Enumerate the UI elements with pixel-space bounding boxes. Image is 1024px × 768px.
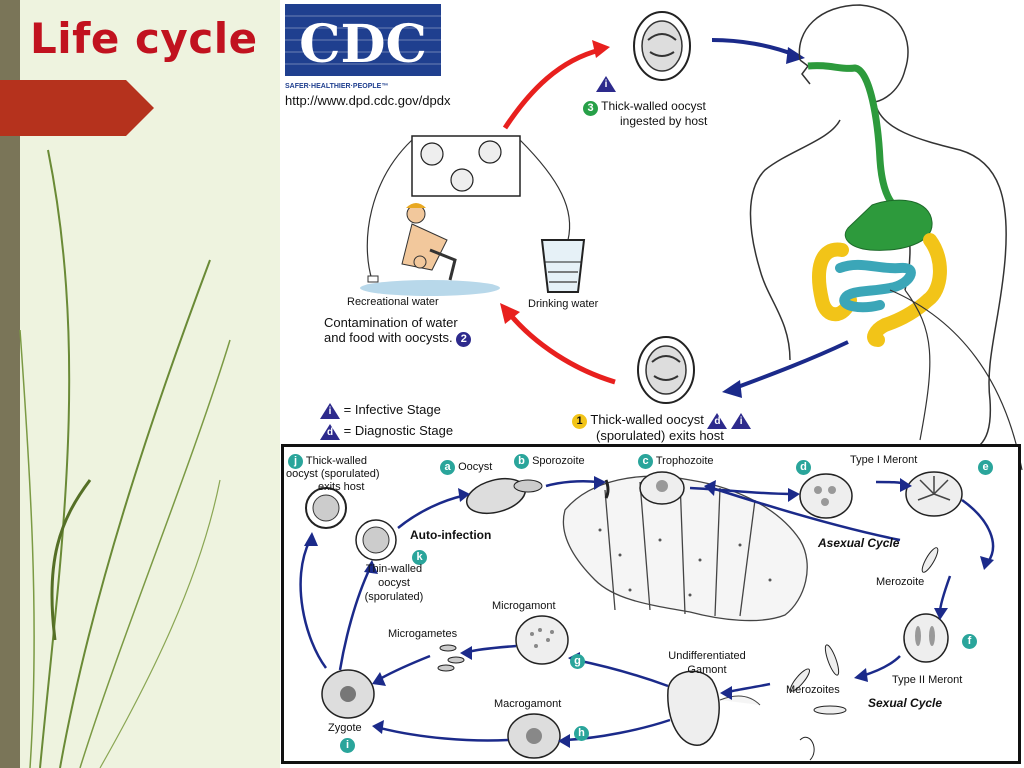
step2-label-line1: Contamination of water [324, 315, 458, 330]
stage-j-line2: oocyst (sporulated) [286, 468, 380, 480]
stage-h-badge: h [574, 726, 589, 741]
infective-triangle-icon: i [731, 412, 752, 429]
stage-g-badge-wrap: g [570, 654, 585, 669]
merozoite-label: Merozoite [876, 576, 925, 588]
asexual-cycle-label: Asexual Cycle [818, 536, 900, 550]
step1-badge: 1 [572, 414, 587, 429]
diagnostic-triangle-icon: d [320, 423, 340, 440]
stage-j-badge: j [288, 454, 303, 469]
stage-h-badge-wrap: h [574, 726, 589, 741]
stage-k-line1: Thin-walled [365, 563, 423, 575]
stage-k-line3: (sporulated) [364, 591, 424, 603]
stage-j-line3: exits host [318, 481, 365, 493]
stage-b-label: b Sporozoite [514, 454, 585, 469]
sexual-cycle-label: Sexual Cycle [868, 696, 943, 710]
stage-a-label: a Oocyst [440, 460, 492, 475]
stage-j-label: j Thick-walled [288, 454, 367, 469]
decorative-leaves [19, 149, 231, 768]
step1-label: 1 Thick-walled oocyst d i [572, 412, 752, 429]
recreational-water-label: Recreational water [347, 296, 439, 308]
step1-label-line2: (sporulated) exits host [596, 428, 724, 443]
type2-meront-label: Type II Meront [892, 674, 963, 686]
step2-badge: 2 [456, 332, 472, 347]
microgamont-label: Microgamont [492, 600, 556, 612]
macrogamont-label: Macrogamont [494, 698, 562, 710]
exiting-oocyst-drawing [637, 336, 695, 404]
step3-badge: 3 [583, 101, 598, 116]
title-arrow-tab [0, 80, 154, 136]
left-border-bar [0, 0, 20, 768]
infective-marker-3: i [596, 76, 616, 92]
cdc-logo: CDC SAFER·HEALTHIER·PEOPLE™ [285, 4, 441, 90]
stage-f-badge-wrap: f [962, 634, 977, 649]
ingested-oocyst-drawing [633, 11, 691, 81]
stage-a-badge: a [440, 460, 455, 475]
stage-i-badge-wrap: i [340, 738, 355, 753]
intestinal-epithelium-drawing [562, 475, 808, 622]
undiff-gamont-line1: Undifferentiated [668, 650, 746, 662]
microgametes-label: Microgametes [388, 628, 458, 640]
stage-d-badge: d [796, 460, 811, 475]
legend-infective: i = Infective Stage [320, 402, 441, 419]
step3-label-line2: ingested by host [620, 114, 708, 128]
diagnostic-triangle-icon: d [707, 412, 728, 429]
stage-i-badge: i [340, 738, 355, 753]
cdc-logo-text: CDC [299, 14, 427, 75]
infective-triangle-icon: i [596, 76, 616, 92]
legend-diagnostic: d = Diagnostic Stage [320, 423, 453, 440]
stage-k-badge: k [412, 550, 427, 565]
drinking-water-label: Drinking water [528, 298, 599, 310]
stage-b-badge: b [514, 454, 529, 469]
stage-f-badge: f [962, 634, 977, 649]
infective-triangle-icon: i [320, 402, 340, 419]
drinking-water-drawing [540, 239, 586, 293]
stage-k-line2: oocyst [378, 577, 410, 589]
stage-e-badge: e [978, 460, 993, 475]
stage-e-badge-wrap: e [978, 460, 993, 475]
zygote-label: Zygote [328, 722, 362, 734]
recreational-water-drawing [360, 203, 500, 296]
cdc-url: http://www.dpd.cdc.gov/dpdx [285, 93, 451, 108]
step3-label: 3 Thick-walled oocyst [583, 99, 706, 116]
stage-g-badge: g [570, 654, 585, 669]
merozoites-label: Merozoites [786, 684, 840, 696]
human-host-drawing [749, 4, 1007, 446]
step2-label-line2: and food with oocysts. 2 [324, 330, 472, 347]
cdc-tagline: SAFER·HEALTHIER·PEOPLE™ [285, 83, 388, 90]
stage-c-badge: c [638, 454, 653, 469]
auto-infection-label: Auto-infection [410, 528, 492, 542]
undiff-gamont-line2: Gamont [687, 664, 727, 676]
type1-meront-label: Type I Meront [850, 454, 918, 466]
stage-c-label: c Trophozoite [638, 454, 714, 469]
slide-title: Life cycle [30, 14, 258, 63]
stage-d-badge-wrap: d [796, 460, 811, 475]
stage-k-badge-wrap: k [412, 550, 427, 565]
